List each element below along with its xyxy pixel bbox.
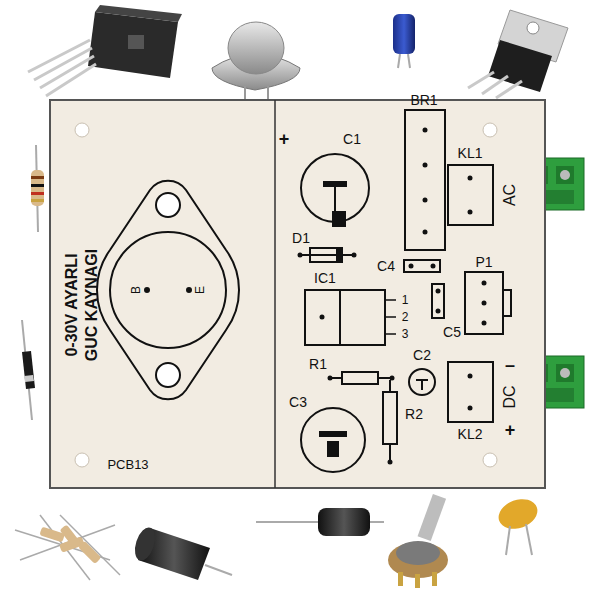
silkscreen-label: R2: [405, 407, 423, 421]
silkscreen-label: PCB13: [107, 458, 148, 471]
silkscreen-label: +: [279, 130, 290, 148]
component-footprints: [298, 110, 511, 472]
ceramic-capacitor-photo: [494, 494, 541, 555]
solder-pads: [298, 128, 487, 465]
silkscreen-label: DC: [502, 385, 518, 408]
silkscreen-label: P1: [475, 255, 492, 269]
silkscreen-label: B: [130, 286, 142, 294]
silkscreen-label: 3: [402, 328, 409, 340]
silkscreen-label: C3: [289, 395, 307, 409]
silkscreen-label: GUC KAYNAGI: [84, 249, 100, 361]
electrolytic-capacitor-photo: [131, 525, 232, 580]
silkscreen-label: 1: [402, 294, 409, 306]
electrolytic-capacitor-photo: [393, 14, 415, 68]
pcb-board: [50, 100, 545, 488]
silkscreen-label: D1: [292, 231, 310, 245]
silkscreen-label: E: [194, 286, 206, 294]
potentiometer-photo: [388, 494, 448, 588]
silkscreen-label: KL2: [458, 427, 483, 441]
silkscreen-label: BR1: [410, 93, 437, 107]
silkscreen-label: –: [505, 356, 515, 374]
silkscreen-label: +: [505, 421, 516, 439]
silkscreen-label: C4: [377, 259, 395, 273]
silkscreen-label: 2: [402, 311, 409, 323]
silkscreen-label: AC: [502, 184, 518, 206]
diode-photo: [22, 320, 35, 420]
silkscreen-label: C2: [413, 348, 431, 362]
resistor-bunch-photo: [15, 515, 120, 580]
to220-regulator-photo: [468, 10, 568, 98]
bridge-rectifier-photo: [28, 5, 182, 96]
silkscreen-label: IC1: [314, 271, 336, 285]
silkscreen-label: R1: [309, 357, 327, 371]
axial-capacitor-photo: [256, 508, 384, 536]
silkscreen-label: C5: [443, 325, 461, 339]
resistor-photo: [31, 145, 44, 232]
to3-transistor-photo: [212, 22, 300, 100]
silkscreen-label: KL1: [458, 146, 483, 160]
silkscreen-label: C1: [343, 132, 361, 146]
silkscreen-label: 0-30V AYARLI: [64, 253, 80, 356]
transistor-footprint: [97, 181, 239, 400]
